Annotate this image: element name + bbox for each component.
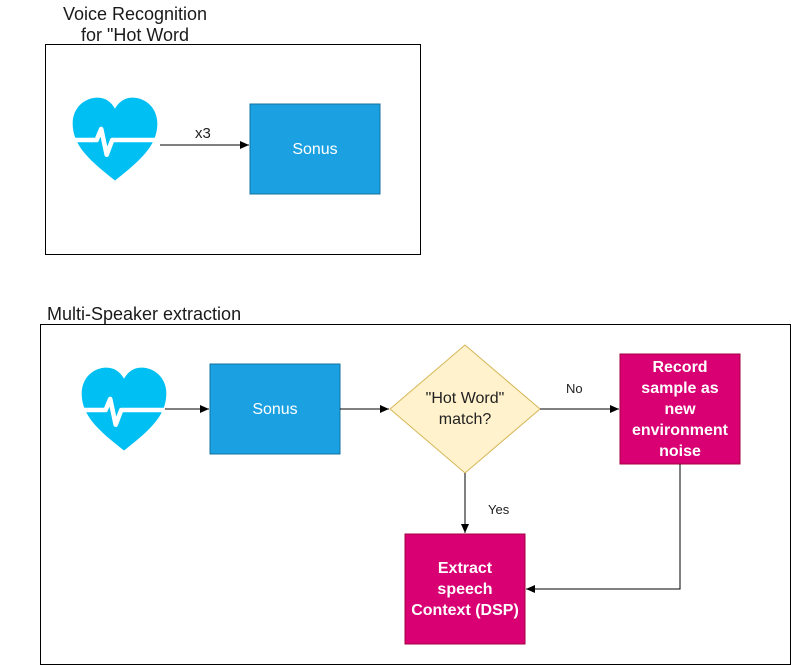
decision-line2: match? [438,411,492,428]
record-sample-label: Record sample as new environment noise [620,354,740,464]
extract-line: speech [437,580,493,598]
record-line: new [664,400,696,418]
sonus-top-node[interactable] [249,103,381,195]
edge-label-no: No [566,381,583,396]
record-line: environment [631,421,728,439]
extract-line: Context (DSP) [411,601,519,619]
record-line: noise [659,442,701,460]
voice-title-line1: Voice Recognition [62,4,208,24]
sonus-top-label: Sonus [292,140,338,158]
voice-recognition-frame [45,44,421,255]
heart-pulse-icon [82,368,167,451]
record-sample-node[interactable] [619,353,741,465]
decision-line1: "Hot Word" [425,390,505,407]
edge-record-to-extract [526,464,681,593]
sonus-bottom-label: Sonus [252,400,298,418]
decision-label: "Hot Word" match? [400,369,530,449]
extract-speech-node[interactable] [404,533,526,645]
heart-pulse-icon [73,98,158,181]
edge-label-x3: x3 [195,125,211,142]
record-line: Record [652,358,708,376]
edge-label-yes: Yes [488,502,510,517]
record-line: sample as [641,379,719,397]
extract-speech-label: Extract speech Context (DSP) [405,534,525,644]
voice-recognition-title: Voice Recognition for "Hot Word [35,4,235,46]
extract-line: Extract [437,559,493,577]
multi-speaker-title: Multi-Speaker extraction [47,304,242,324]
voice-title-line2: for "Hot Word [80,25,190,45]
